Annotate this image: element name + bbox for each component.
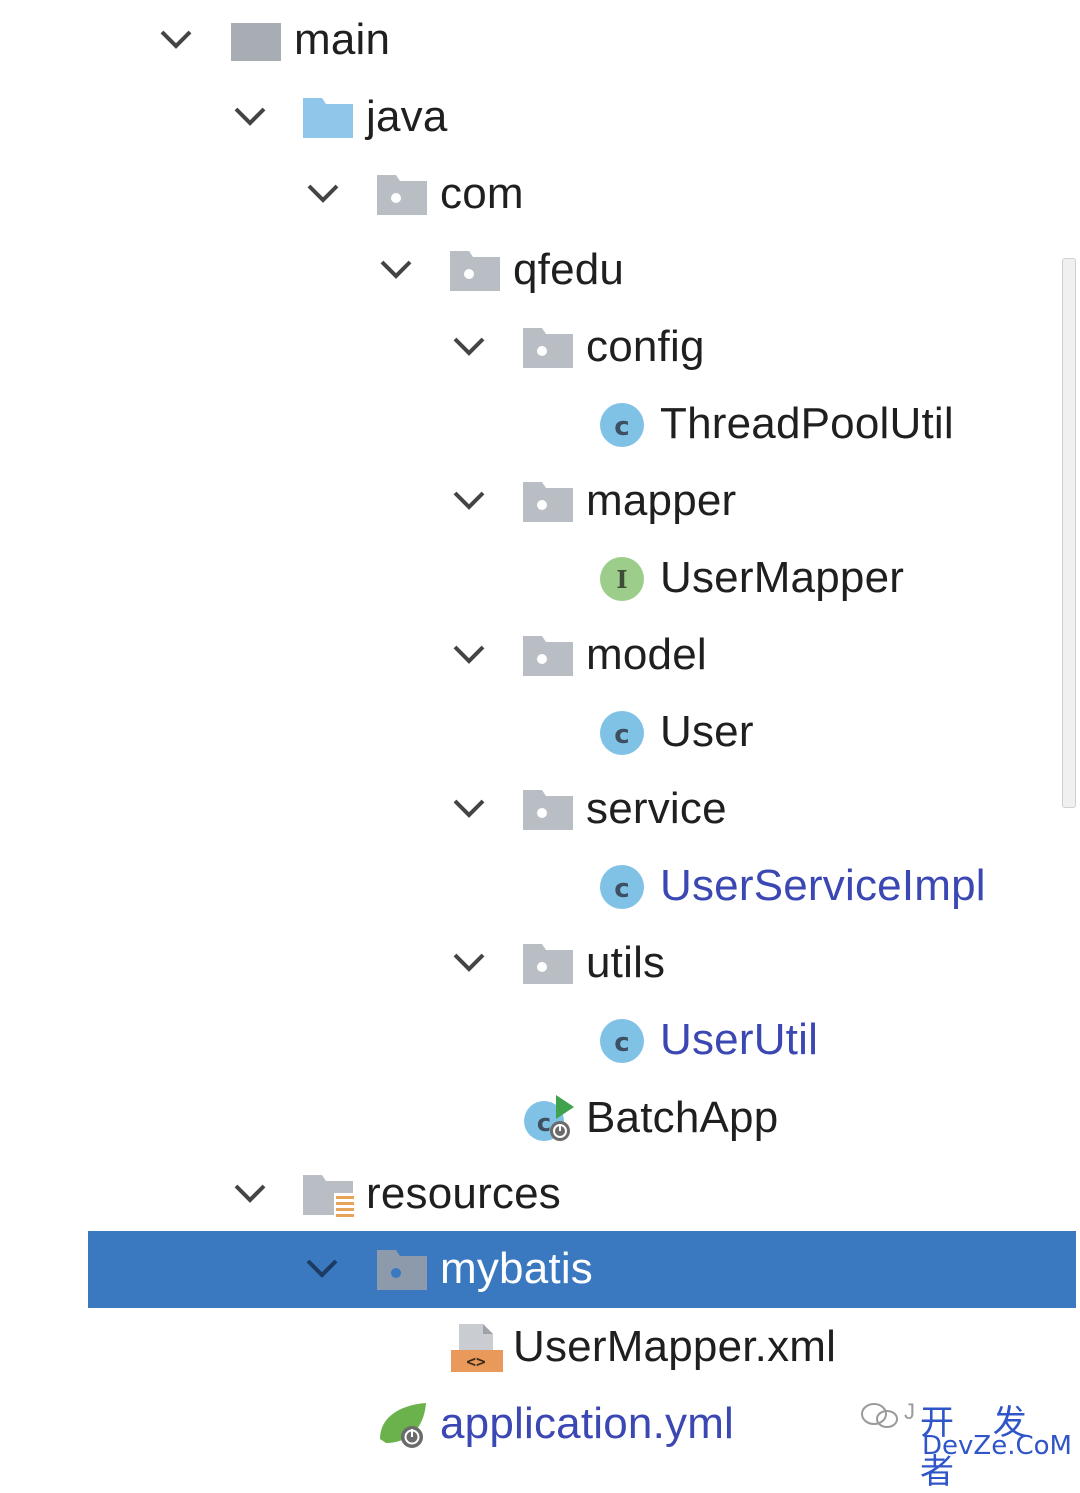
source-folder-icon (303, 98, 353, 138)
package-icon (377, 175, 427, 215)
class-icon: c (600, 403, 644, 447)
svg-text:c: c (614, 720, 629, 750)
chevron-down-icon[interactable] (302, 1249, 342, 1289)
spring-config-icon (380, 1403, 426, 1448)
tree-node-userutil[interactable]: c UserUtil (0, 1002, 1080, 1079)
chevron-down-icon[interactable] (230, 97, 270, 137)
tree-node-label: main (294, 15, 391, 64)
tree-node-label: mapper (586, 476, 737, 525)
class-icon: c (600, 1019, 644, 1063)
resources-folder-icon (303, 1175, 356, 1219)
package-icon (523, 636, 573, 676)
tree-node-mapper[interactable]: mapper (0, 463, 1080, 540)
tree-node-user[interactable]: c User (0, 694, 1080, 771)
tree-node-mybatis[interactable]: mybatis (88, 1231, 1076, 1308)
svg-text:<>: <> (466, 1352, 485, 1371)
tree-node-label: com (440, 169, 524, 218)
tree-node-service[interactable]: service (0, 771, 1080, 848)
tree-node-label: resources (366, 1169, 561, 1218)
tree-node-config[interactable]: config (0, 309, 1080, 386)
chevron-down-icon[interactable] (303, 174, 343, 214)
vertical-scrollbar[interactable] (1062, 258, 1076, 808)
tree-node-label: service (586, 784, 727, 833)
tree-node-label: config (586, 322, 705, 371)
chevron-down-icon[interactable] (449, 789, 489, 829)
chevron-down-icon[interactable] (449, 943, 489, 983)
spring-boot-app-icon: c (524, 1095, 574, 1141)
tree-node-java[interactable]: java (0, 79, 1080, 156)
tree-node-label: application.yml (440, 1399, 735, 1448)
watermark: J 开 发 者 DevZe.CoM (860, 1395, 1075, 1492)
tree-node-label: UserMapper (660, 553, 905, 602)
svg-text:I: I (616, 565, 627, 594)
tree-node-userserviceimpl[interactable]: c UserServiceImpl (0, 848, 1080, 925)
module-folder-icon (231, 23, 281, 61)
class-icon: c (600, 711, 644, 755)
tree-node-model[interactable]: model (0, 617, 1080, 694)
package-icon (523, 482, 573, 522)
tree-node-label: UserUtil (660, 1015, 819, 1064)
tree-node-label: model (586, 630, 707, 679)
svg-text:c: c (614, 412, 629, 442)
tree-node-com[interactable]: com (0, 156, 1080, 233)
chevron-down-icon[interactable] (449, 481, 489, 521)
package-icon (523, 944, 573, 984)
tree-node-batchapp[interactable]: c BatchApp (0, 1080, 1080, 1157)
tree-node-label: BatchApp (586, 1093, 779, 1142)
svg-text:c: c (537, 1109, 551, 1137)
svg-text:c: c (614, 1028, 629, 1058)
tree-node-usermapper[interactable]: I UserMapper (0, 540, 1080, 617)
tree-node-label: mybatis (440, 1244, 593, 1293)
tree-node-label: utils (586, 938, 666, 987)
interface-icon: I (600, 557, 644, 601)
package-icon (523, 790, 573, 830)
chevron-down-icon[interactable] (230, 1174, 270, 1214)
watermark-domain: DevZe.CoM (922, 1431, 1072, 1461)
tree-node-label: User (660, 707, 754, 756)
tree-node-label: java (366, 92, 448, 141)
xml-file-icon: <> (451, 1324, 503, 1372)
tree-node-label: UserMapper.xml (513, 1322, 837, 1371)
package-icon (450, 251, 500, 291)
wechat-icon (861, 1403, 898, 1428)
tree-node-usermapper-xml[interactable]: <> UserMapper.xml (0, 1309, 1080, 1386)
chevron-down-icon[interactable] (376, 250, 416, 290)
watermark-prefix: J (904, 1399, 915, 1424)
chevron-down-icon[interactable] (156, 20, 196, 60)
chevron-down-icon[interactable] (449, 635, 489, 675)
tree-node-label: ThreadPoolUtil (660, 399, 954, 448)
chevron-down-icon[interactable] (449, 327, 489, 367)
svg-text:c: c (614, 874, 629, 904)
package-icon (523, 328, 573, 368)
tree-node-label: qfedu (513, 245, 625, 294)
class-icon: c (600, 865, 644, 909)
tree-node-utils[interactable]: utils (0, 925, 1080, 1002)
tree-node-threadpoolutil[interactable]: c ThreadPoolUtil (0, 386, 1080, 463)
tree-node-qfedu[interactable]: qfedu (0, 232, 1080, 309)
package-icon (377, 1250, 427, 1290)
tree-node-resources[interactable]: resources (0, 1156, 1080, 1233)
tree-node-main[interactable]: main (0, 2, 1080, 79)
tree-node-application-yml[interactable]: application.yml (0, 1386, 1080, 1463)
tree-node-label: UserServiceImpl (660, 861, 986, 910)
